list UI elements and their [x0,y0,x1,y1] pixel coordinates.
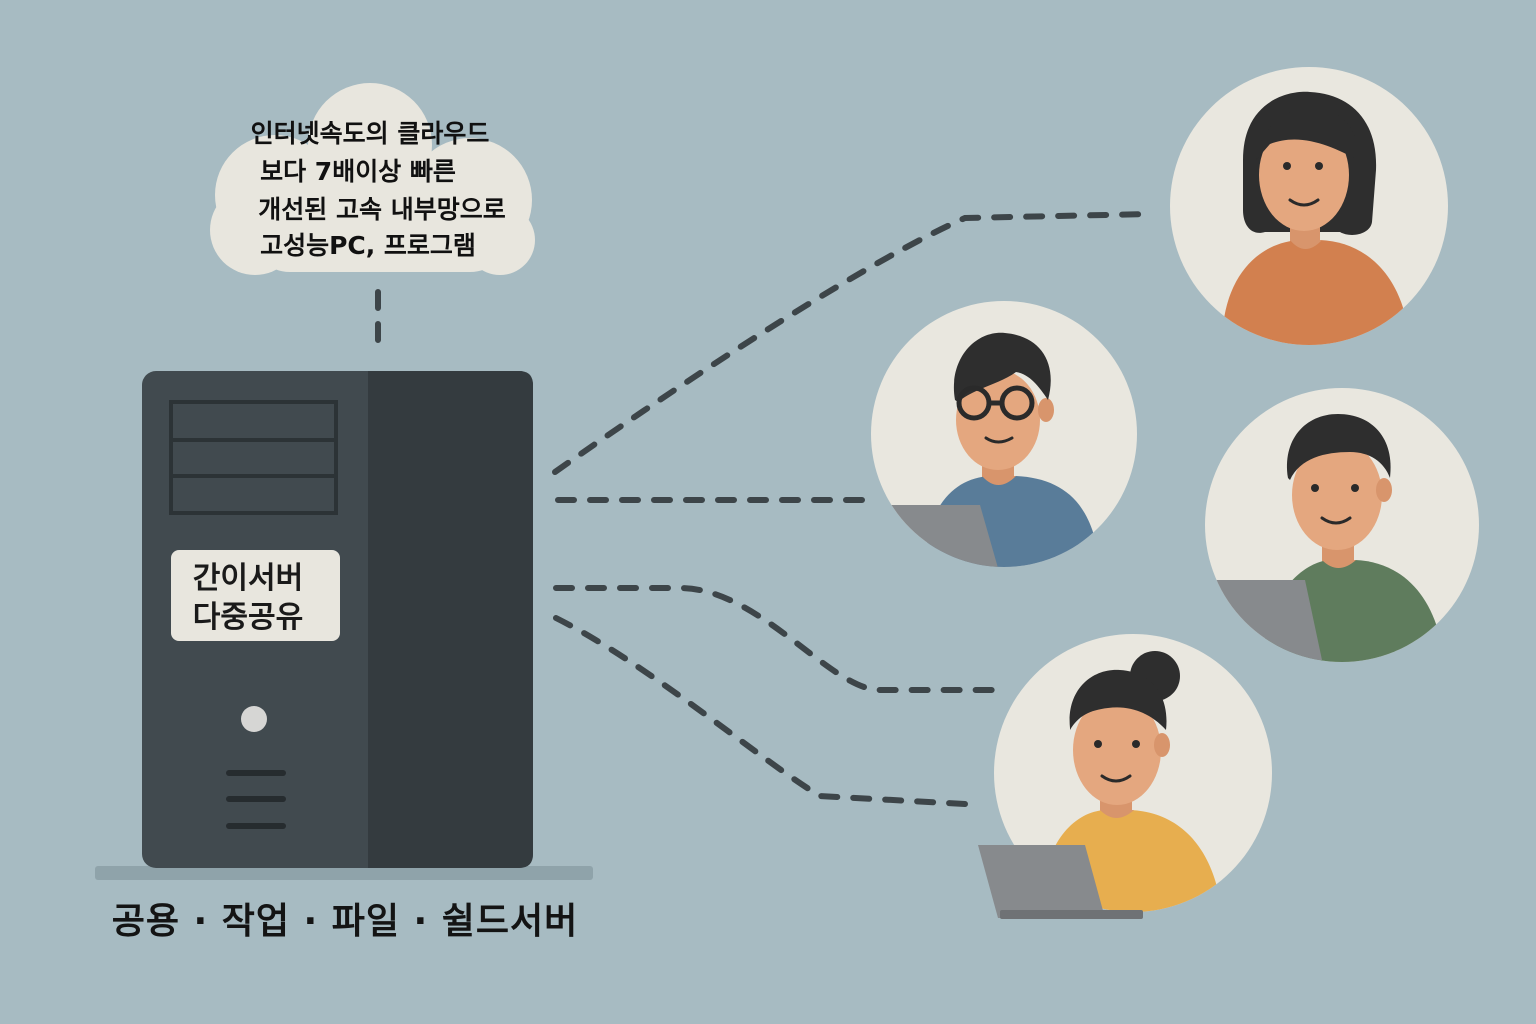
laptop [1210,580,1322,660]
server-tower: 간이서버 다중공유 [95,371,593,880]
hair [953,332,1051,402]
connection-line-user-4 [553,615,968,807]
face [1073,695,1161,805]
server-caption: 공용 · 작업 · 파일 · 쉴드서버 [111,901,579,942]
user-avatar-woman-yellow [978,634,1272,919]
user-avatar-man-glasses-blue [871,301,1137,567]
cloud-text-line-4: 고성능PC, 프로그램 [260,231,476,260]
connection-line-user-3 [553,585,998,693]
face [1292,440,1382,550]
hair [1069,669,1167,730]
cloud-bubble: 인터넷속도의 클라우드 보다 7배이상 빠른 개선된 고속 내부망으로 고성능P… [210,83,535,275]
cloud-text-line-3: 개선된 고속 내부망으로 [258,195,505,224]
server-label-line-1: 간이서버 [193,561,303,596]
connection-lines [552,211,1153,807]
face [956,370,1040,470]
cloud-text-line-2: 보다 7배이상 빠른 [260,157,456,186]
glasses [956,385,1035,421]
drive-bays [169,400,338,515]
power-button [241,706,267,732]
laptop [978,845,1143,919]
vent-slots [226,770,286,829]
user-avatar-man-green [1205,388,1479,662]
cloud-text-line-1: 인터넷속도의 클라우드 [251,119,490,148]
server-shadow [95,866,593,880]
user-avatar-woman-orange [1170,67,1448,345]
hair [1287,414,1391,480]
server-label-plate: 간이서버 다중공유 [171,550,340,641]
shirt-orange [1222,240,1410,345]
server-label-line-2: 다중공유 [193,600,303,635]
server-side-panel [368,371,533,868]
hair-bangs [1256,107,1359,160]
face [1259,119,1349,231]
connection-line-user-1 [552,211,1153,475]
